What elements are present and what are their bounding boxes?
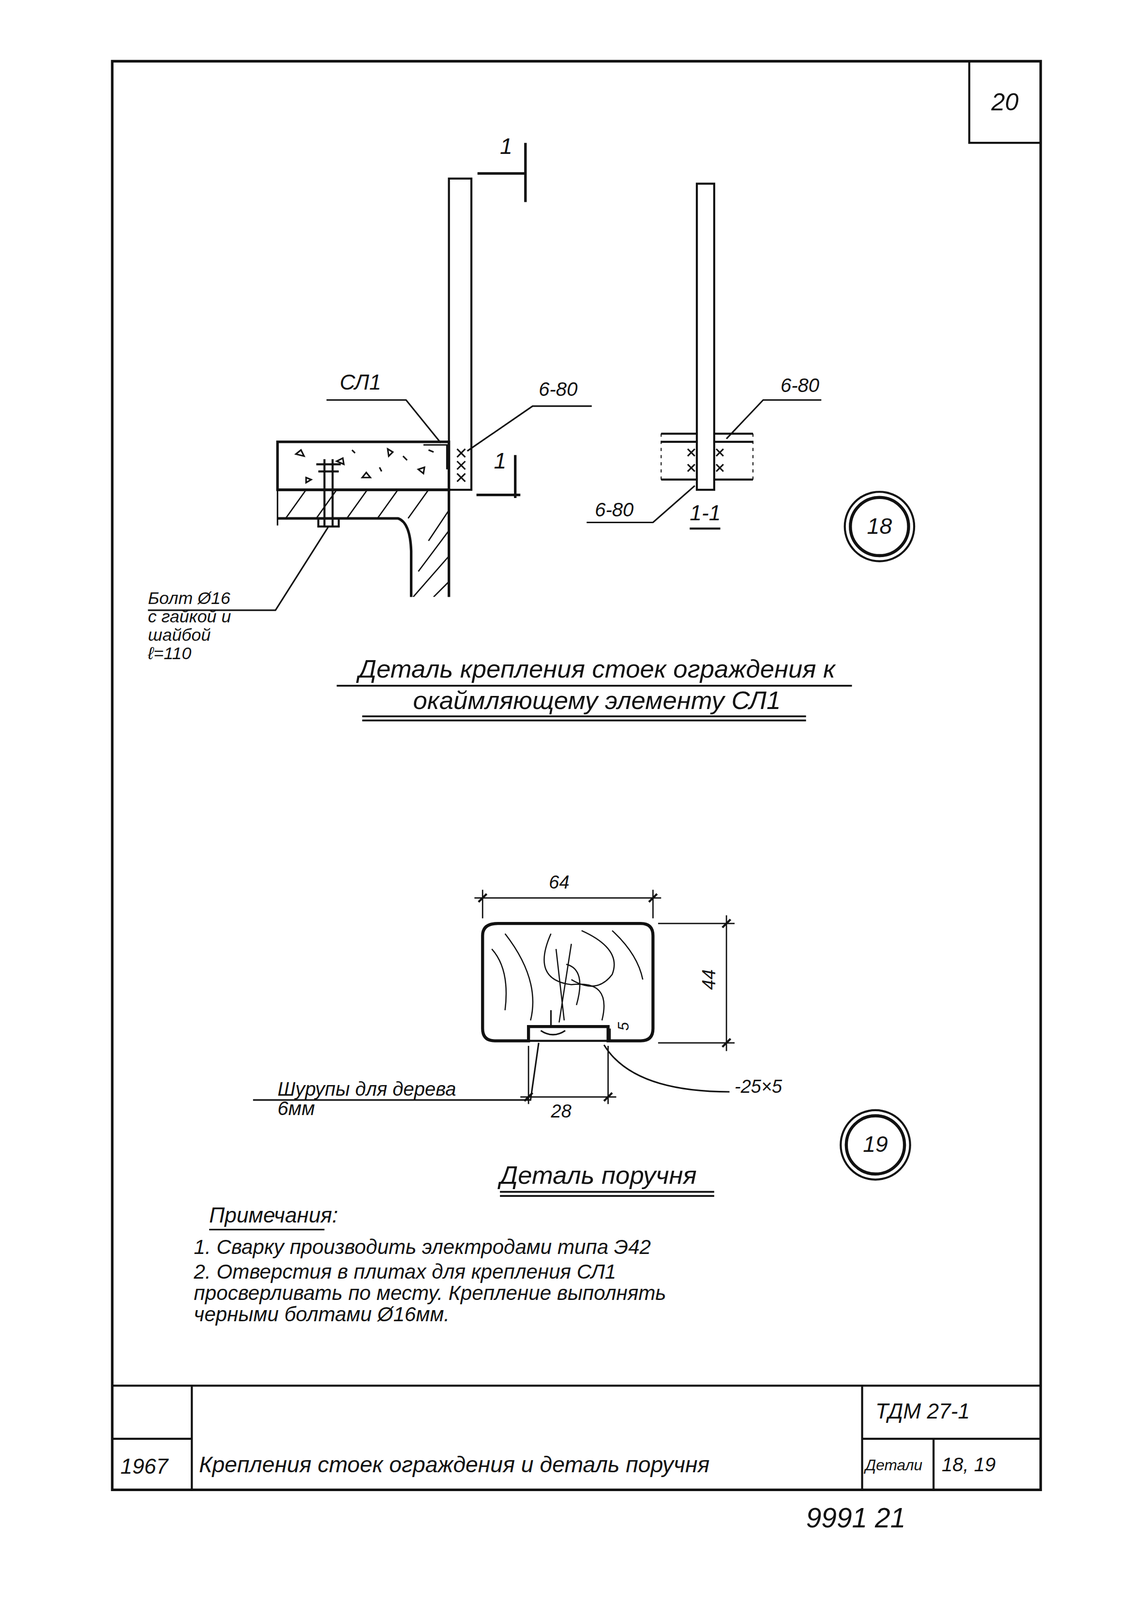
title-block-cell: Крепления стоек ограждения и деталь пору… <box>198 1452 852 1477</box>
weld-size: 6-80 <box>780 375 820 396</box>
note: 2. Отверстия в плитах для крепления СЛ1 … <box>194 1261 674 1326</box>
detail-heading: Деталь крепления стоек ограждения к окай… <box>336 652 858 717</box>
weld-size: 6-80 <box>594 499 634 521</box>
section-mark: 1 <box>493 449 507 473</box>
dimension: 28 <box>551 1101 572 1122</box>
section-name: 1-1 <box>689 501 721 525</box>
dimension: -25×5 <box>734 1077 783 1097</box>
title-block-cell: ТДМ 27-1 <box>875 1399 970 1423</box>
bolt-note: Болт Ø16 с гайкой и шайбой ℓ=110 <box>148 589 241 663</box>
note: 1. Сварку производить электродами типа Э… <box>194 1236 827 1258</box>
detail-circle: 18 <box>848 496 911 558</box>
node-text: 18 <box>867 513 893 541</box>
notes-heading: Примечания: <box>209 1203 338 1227</box>
dimension: 5 <box>615 1022 632 1031</box>
dimension: 44 <box>699 969 720 990</box>
title-block-cell: 1967 <box>120 1455 169 1478</box>
node-text: 20 <box>991 87 1019 117</box>
screw-note: Шурупы для дерева 6мм <box>277 1079 462 1119</box>
sheet-number-box: 20 <box>971 63 1039 141</box>
part-name: СЛ1 <box>339 371 381 394</box>
weld-size: 6-80 <box>538 379 578 400</box>
dimension: 64 <box>548 873 570 893</box>
section-mark: 1 <box>499 134 513 159</box>
title-block-cell: 18, 19 <box>941 1455 996 1476</box>
detail-heading: Деталь поручня <box>499 1160 697 1188</box>
archive-number: 9991 21 <box>806 1503 906 1534</box>
detail-circle: 19 <box>844 1113 907 1176</box>
node-text: 19 <box>862 1131 888 1159</box>
title-block-cell: Детали <box>865 1457 923 1474</box>
